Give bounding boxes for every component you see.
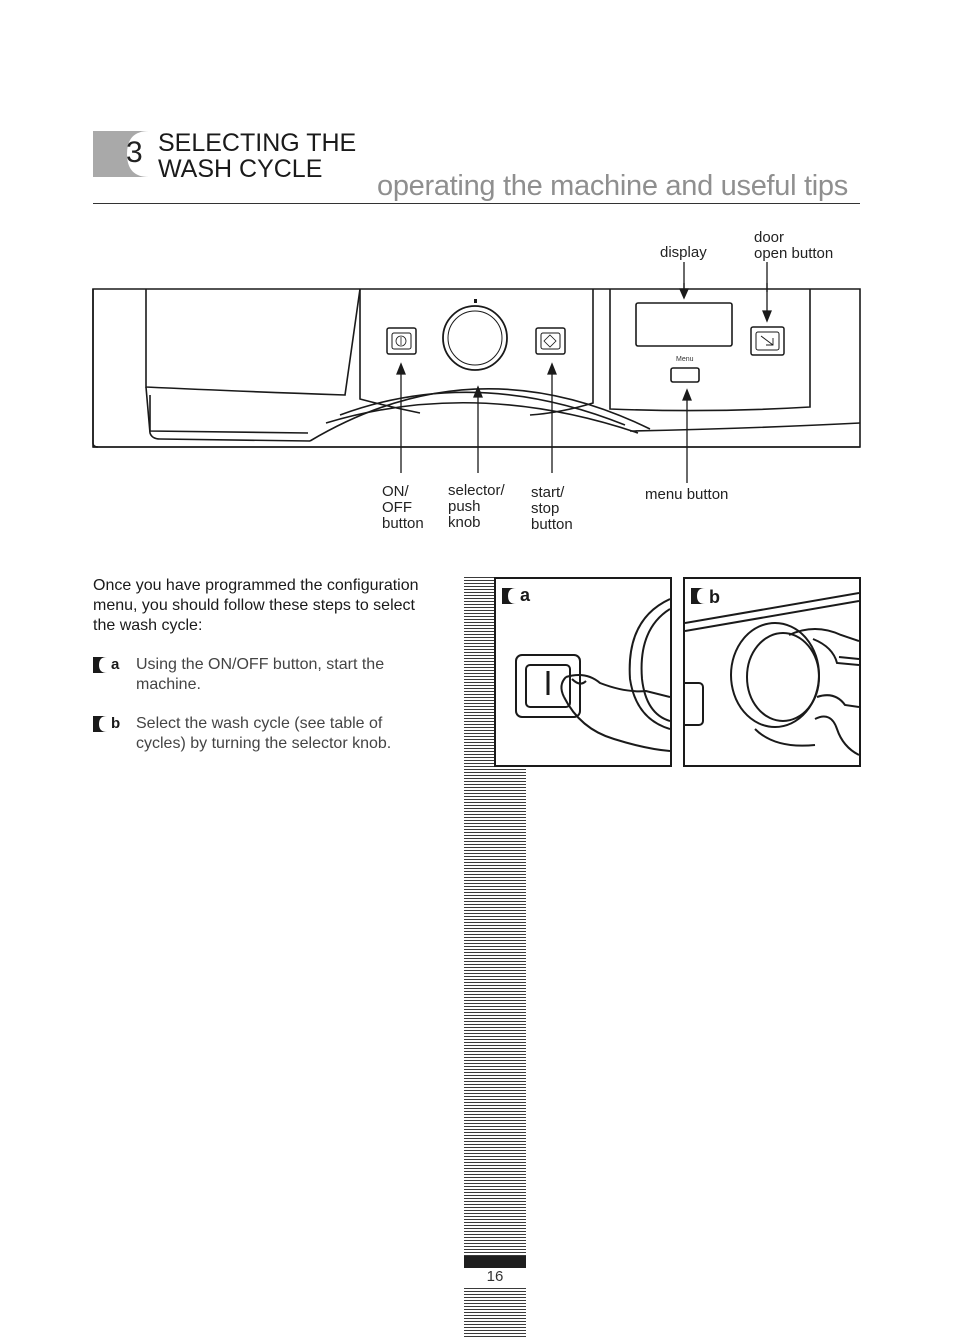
chapter-title: SELECTING THE WASH CYCLE	[158, 129, 357, 183]
chapter-marker-curve	[127, 131, 149, 177]
menu-button-label: menu button	[645, 486, 729, 503]
door-open-button-label: door open button	[754, 229, 834, 262]
intro-text: Once you have programmed the configurati…	[93, 577, 419, 634]
figure-b-label: b	[709, 587, 720, 607]
step-b-text: Select the wash cycle (see table of cycl…	[136, 715, 392, 752]
figure-b-illustration	[685, 592, 859, 756]
menu-key-text: Menu	[676, 356, 694, 363]
figure-a-label: a	[520, 585, 531, 605]
on-off-button-label: ON/ OFF button	[382, 483, 424, 532]
upper-arrow-stems	[683, 262, 768, 292]
selector-knob-label: selector/ push knob	[448, 482, 505, 531]
step-marker-icon	[93, 716, 107, 732]
control-panel-diagram	[92, 283, 861, 483]
figure-a-illustration	[515, 598, 670, 752]
header-divider	[93, 203, 860, 204]
figure-marker-icon	[502, 588, 516, 604]
page-number-background	[464, 1268, 526, 1286]
figure-a: a	[494, 577, 672, 767]
figure-b: b	[683, 577, 861, 767]
step-a-letter: a	[111, 656, 120, 673]
chapter-number: 3	[126, 136, 143, 169]
page-number-bar	[464, 1256, 526, 1268]
step-b-letter: b	[111, 715, 121, 732]
step-a-text: Using the ON/OFF button, start the machi…	[136, 656, 385, 693]
page-subtitle: operating the machine and useful tips	[377, 170, 848, 202]
start-stop-button-label: start/ stop button	[531, 484, 573, 533]
figure-marker-icon	[691, 588, 705, 604]
step-marker-icon	[93, 657, 107, 673]
display-label: display	[660, 244, 707, 261]
page-number: 16	[486, 1268, 504, 1285]
